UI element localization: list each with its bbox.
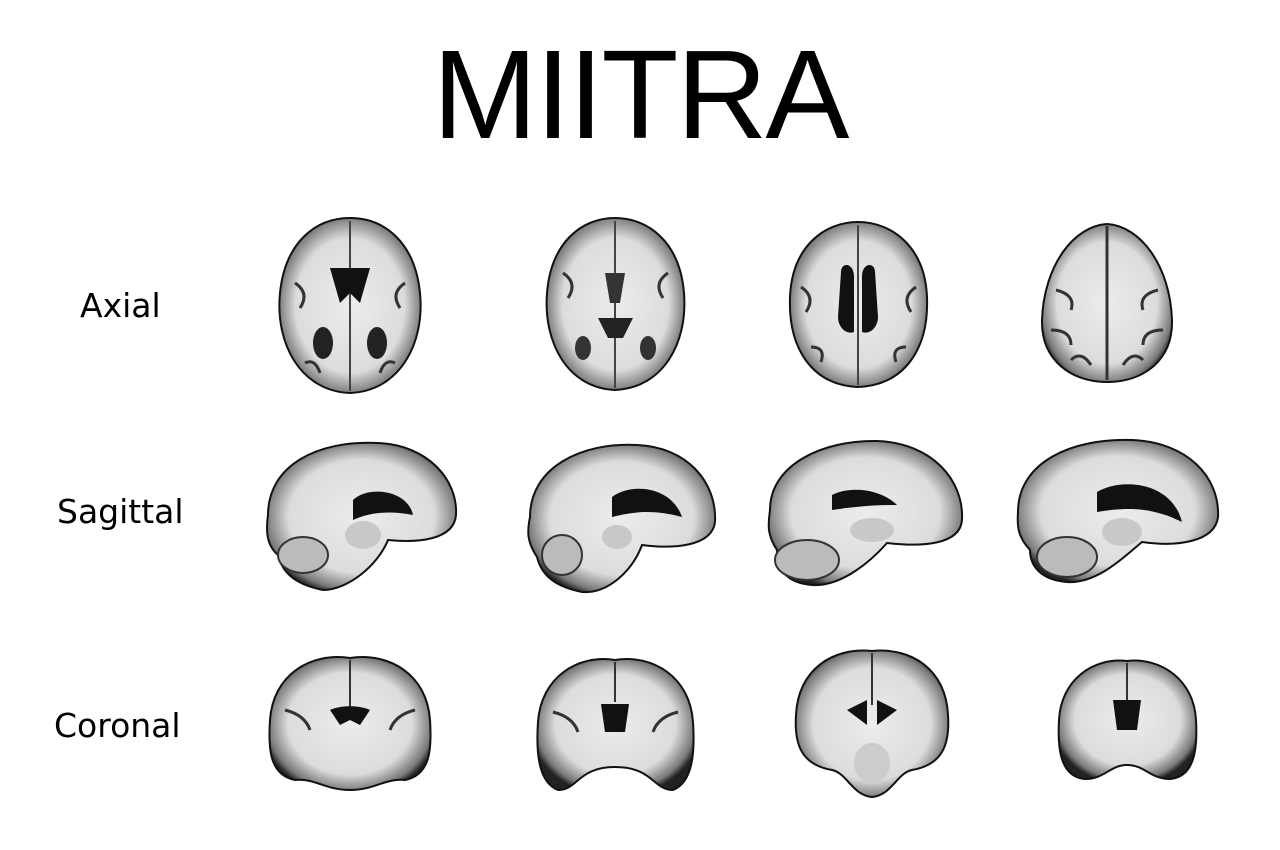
sagittal-slice-4 <box>1012 432 1222 587</box>
coronal-slice-1 <box>265 650 435 792</box>
coronal-slice-2 <box>533 652 698 794</box>
axial-slice-1 <box>275 213 425 398</box>
axial-slice-2 <box>543 213 688 393</box>
row-label-sagittal: Sagittal <box>57 492 184 531</box>
sagittal-slice-1 <box>258 435 460 595</box>
row-label-axial: Axial <box>80 286 161 325</box>
sagittal-slice-2 <box>522 437 718 597</box>
axial-slice-3 <box>786 217 931 389</box>
coronal-slice-3 <box>792 645 952 800</box>
atlas-title: MIITRA <box>432 24 850 165</box>
coronal-slice-4 <box>1055 655 1200 783</box>
sagittal-slice-3 <box>762 435 967 590</box>
axial-slice-4 <box>1036 220 1178 385</box>
row-label-coronal: Coronal <box>54 706 181 745</box>
